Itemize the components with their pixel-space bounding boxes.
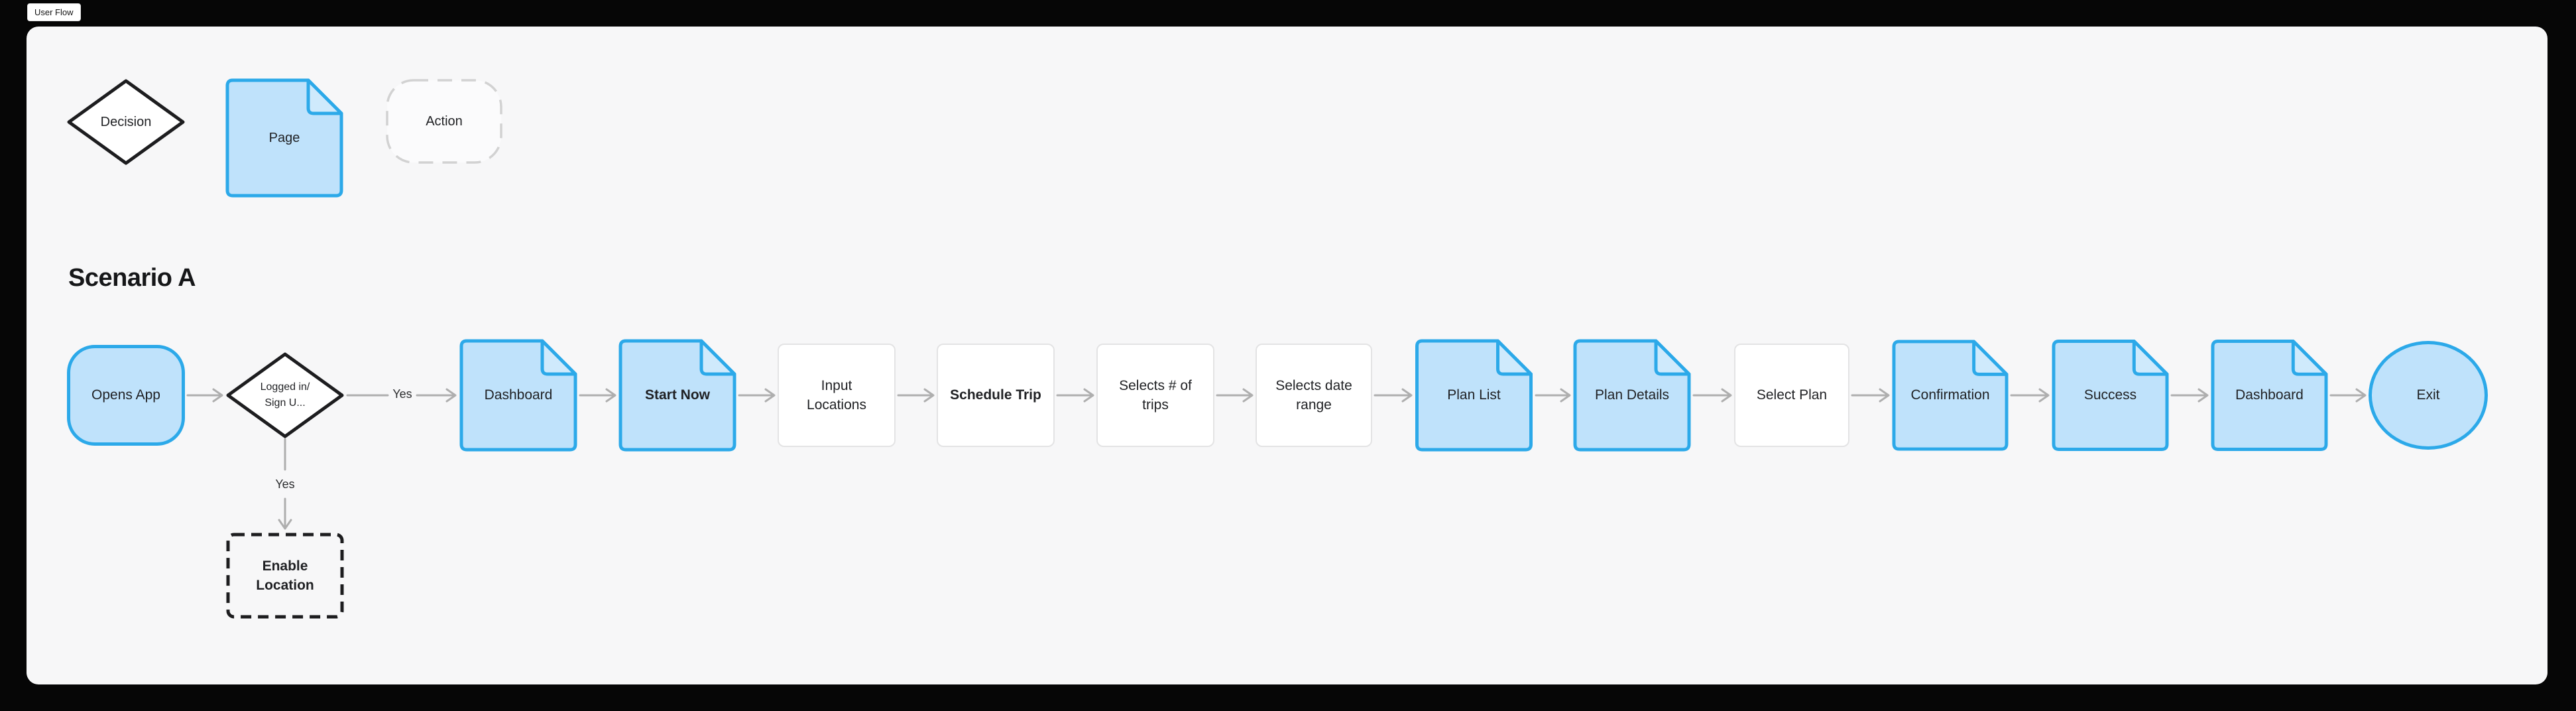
node-success[interactable]: Success xyxy=(2052,339,2169,452)
dashed-rounded-shape-icon xyxy=(386,79,502,164)
dashed-rect-shape-icon xyxy=(226,533,344,619)
node-label: Selects # of trips xyxy=(1119,377,1192,413)
legend-action-shape[interactable]: Action xyxy=(385,78,503,164)
legend-decision-label: Decision xyxy=(100,115,152,129)
node-enable-location[interactable]: Enable Location xyxy=(226,533,344,619)
node-schedule-trip[interactable]: Schedule Trip xyxy=(937,344,1055,447)
node-plan-list[interactable]: Plan List xyxy=(1415,339,1533,452)
page-shape-icon xyxy=(618,339,736,452)
decision-label-line2: Sign U... xyxy=(264,397,306,409)
legend-action-label: Action xyxy=(426,114,463,129)
scenario-heading[interactable]: Scenario A xyxy=(68,264,196,292)
node-start-now[interactable]: Start Now xyxy=(618,339,736,452)
page-shape-icon xyxy=(2211,339,2328,452)
node-label: Schedule Trip xyxy=(950,387,1041,403)
node-select-plan[interactable]: Select Plan xyxy=(1734,344,1849,447)
page-shape-icon xyxy=(2052,339,2169,452)
node-label: Input Locations xyxy=(807,377,866,413)
legend-page-label: Page xyxy=(268,131,300,145)
decision-label-line1: Logged in/ xyxy=(260,381,310,393)
flow-connectors xyxy=(186,388,2367,530)
node-plan-details[interactable]: Plan Details xyxy=(1573,339,1691,452)
node-label: Plan List xyxy=(1447,387,1501,403)
node-label: Success xyxy=(2083,387,2137,403)
node-label: Select Plan xyxy=(1756,387,1828,403)
node-label: Exit xyxy=(2416,387,2440,403)
node-selects-date-range[interactable]: Selects date range xyxy=(1256,344,1372,447)
node-confirmation[interactable]: Confirmation xyxy=(1892,339,2009,452)
legend-decision-shape[interactable]: Decision xyxy=(66,78,186,166)
node-label: Selects date range xyxy=(1275,377,1352,413)
node-decision-logged-in[interactable]: Logged in/ Sign U... xyxy=(225,352,345,439)
page-shape-icon xyxy=(459,339,577,452)
edge-label-yes-right: Yes xyxy=(392,387,412,401)
page-shape-icon xyxy=(1892,340,2009,451)
frame-name-tab[interactable]: User Flow xyxy=(27,3,81,21)
node-exit[interactable]: Exit xyxy=(2369,341,2488,450)
node-label: Dashboard xyxy=(484,387,553,403)
page-shape-icon xyxy=(1573,339,1691,452)
node-label: Start Now xyxy=(644,387,710,403)
diamond-shape-icon xyxy=(67,79,185,165)
node-selects-number-of-trips[interactable]: Selects # of trips xyxy=(1096,344,1214,447)
page-shape-icon xyxy=(225,78,343,198)
node-label: Opens App xyxy=(91,387,160,403)
node-dashboard-2[interactable]: Dashboard xyxy=(2211,339,2328,452)
frame-name-label: User Flow xyxy=(34,7,74,17)
page-shape-icon xyxy=(1415,339,1533,452)
node-label: Dashboard xyxy=(2235,387,2304,403)
node-opens-app[interactable]: Opens App xyxy=(67,345,185,446)
node-label: Plan Details xyxy=(1594,387,1670,403)
node-label: Confirmation xyxy=(1910,387,1990,403)
legend-page-shape[interactable]: Page xyxy=(225,78,343,198)
node-label: Enable Location xyxy=(256,558,314,593)
edge-label-yes-down: Yes xyxy=(275,478,295,491)
user-flow-frame[interactable]: Decision Page Action Scenario A Opens Ap… xyxy=(27,27,2547,684)
node-dashboard[interactable]: Dashboard xyxy=(459,339,577,452)
node-input-locations[interactable]: Input Locations xyxy=(778,344,896,447)
diamond-shape-icon xyxy=(226,352,344,438)
